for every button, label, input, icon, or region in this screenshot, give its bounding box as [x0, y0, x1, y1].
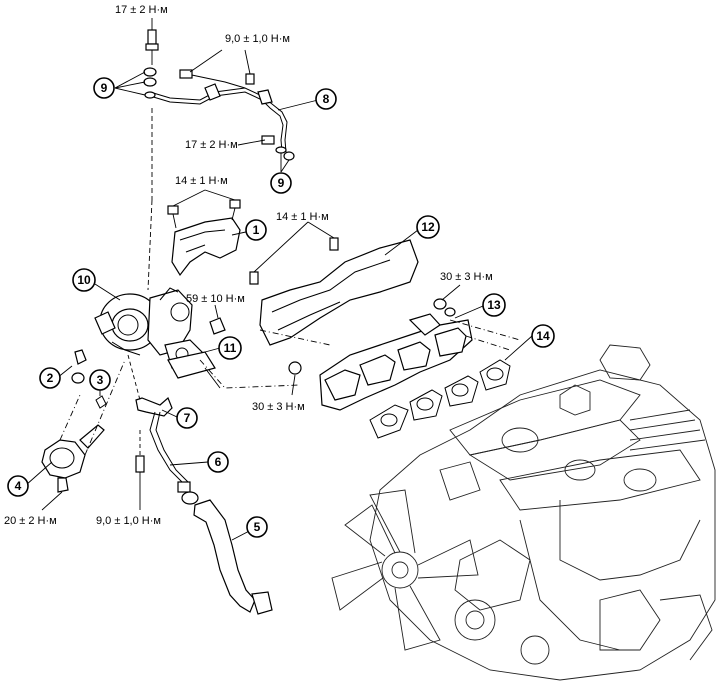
- engine-fan: [331, 489, 479, 651]
- callout-13: 13: [482, 293, 506, 317]
- exhaust-manifold: [288, 298, 473, 411]
- outlet-elbow: [41, 349, 126, 493]
- heat-shield: [167, 199, 241, 277]
- callout-9b: 9: [270, 172, 292, 194]
- callout-14: 14: [531, 324, 555, 348]
- svg-text:2: 2: [47, 371, 54, 385]
- oil-return-pipe: [127, 354, 191, 493]
- callout-7: 7: [176, 407, 198, 429]
- torque-label-5: 14 ± 1 Н·м: [276, 211, 329, 223]
- torque-label-10: 20 ± 2 Н·м: [4, 515, 57, 527]
- oil-pipe-assembly: [143, 29, 295, 291]
- callout-10: 10: [72, 268, 96, 292]
- torque-label-1: 17 ± 2 Н·м: [115, 4, 168, 16]
- svg-text:10: 10: [77, 273, 91, 287]
- turbo-gasket: [167, 317, 226, 389]
- torque-label-9: 9,0 ± 1,0 Н·м: [96, 515, 161, 527]
- torque-label-4: 14 ± 1 Н·м: [175, 175, 228, 187]
- svg-text:9: 9: [278, 176, 285, 190]
- torque-label-8: 30 ± 3 Н·м: [252, 401, 305, 413]
- callout-2: 2: [39, 367, 61, 389]
- callout-3: 3: [89, 369, 111, 391]
- manifold-heat-shield: [249, 237, 419, 346]
- svg-text:14: 14: [536, 329, 550, 343]
- svg-text:3: 3: [97, 373, 104, 387]
- svg-text:4: 4: [15, 479, 22, 493]
- svg-text:9: 9: [101, 81, 108, 95]
- torque-label-7: 30 ± 3 Н·м: [440, 271, 493, 283]
- callout-12: 12: [416, 215, 440, 239]
- callout-5: 5: [246, 516, 268, 538]
- callout-9a: 9: [93, 77, 115, 99]
- svg-text:8: 8: [323, 92, 330, 106]
- svg-text:6: 6: [215, 455, 222, 469]
- svg-text:1: 1: [253, 223, 260, 237]
- svg-text:12: 12: [421, 220, 435, 234]
- svg-text:7: 7: [184, 411, 191, 425]
- torque-labels: 17 ± 2 Н·м 9,0 ± 1,0 Н·м 17 ± 2 Н·м 14 ±…: [4, 4, 493, 527]
- torque-label-3: 17 ± 2 Н·м: [185, 139, 238, 151]
- turbocharger: [94, 287, 203, 369]
- svg-text:5: 5: [254, 520, 261, 534]
- callout-8: 8: [315, 88, 337, 110]
- engine-block: [331, 344, 716, 681]
- assembly-lines: [199, 319, 521, 389]
- callout-1: 1: [245, 219, 267, 241]
- callout-circles: 1 2 3 4 5 6 7 8 9 9 10 11 12 13 14: [7, 77, 555, 538]
- callout-4: 4: [7, 475, 29, 497]
- svg-text:11: 11: [224, 341, 237, 355]
- callout-6: 6: [207, 451, 229, 473]
- leader-lines: [41, 18, 461, 511]
- callout-11: 11: [218, 336, 242, 360]
- torque-label-6: 59 ± 10 Н·м: [186, 293, 245, 305]
- svg-text:13: 13: [487, 298, 501, 312]
- torque-label-2: 9,0 ± 1,0 Н·м: [225, 33, 290, 45]
- manifold-gasket: [369, 359, 511, 439]
- coolant-hose: [181, 491, 273, 615]
